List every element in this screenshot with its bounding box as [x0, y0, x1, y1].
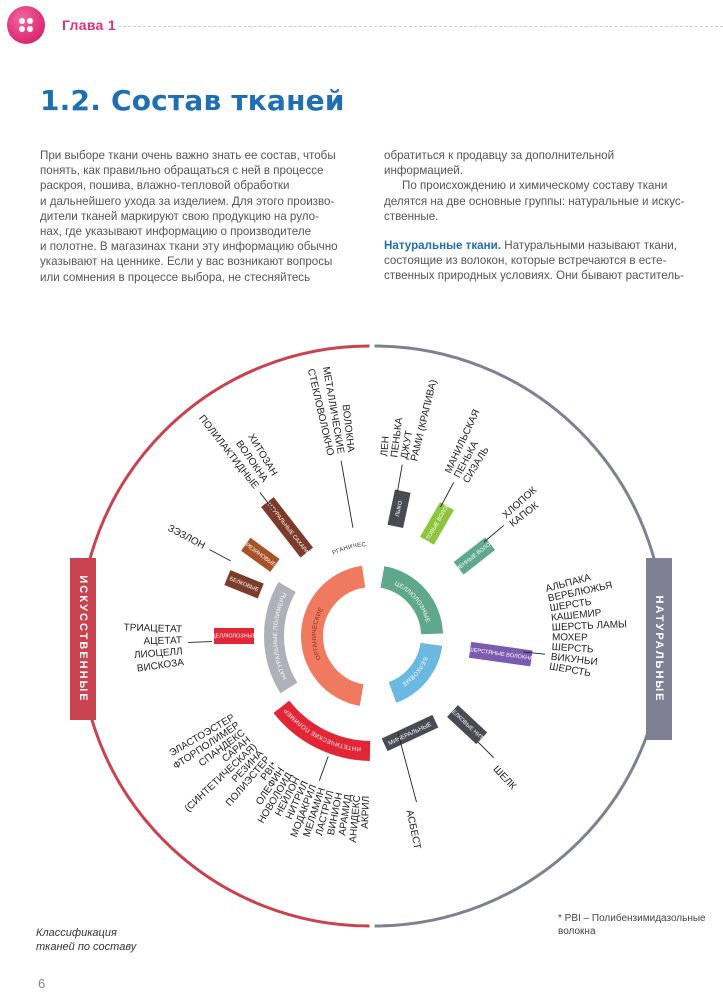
category-box-right [468, 641, 533, 667]
leaf-cellulose-left: ТРИАЦЕТАТ [123, 622, 182, 635]
leaf-bast: ЛЕН [379, 436, 391, 457]
category-box-right [453, 537, 496, 575]
footnote-line: * PBI – Полибензимидазольные [558, 913, 706, 924]
text-line: раскроя, пошива, влажно-тепловой обработ… [40, 179, 290, 193]
side-label-artificial: ИСКУССТВЕННЫЕ [77, 575, 89, 702]
connector-line [396, 464, 403, 493]
footnote: * PBI – Полибензимидазольные волокна [558, 912, 718, 938]
text-line-part: Натуральными называют ткани, [500, 239, 677, 253]
side-label-artificial-box [70, 558, 96, 720]
text-line: состоящие из волокон, которые встречаютс… [384, 254, 667, 268]
cellulose-arc [380, 566, 443, 635]
category-box-right [420, 502, 454, 545]
category-box-right [447, 705, 488, 745]
natural-polymers-arc [264, 582, 298, 694]
text-line: По происхождению и химическому составу т… [402, 179, 668, 193]
leaf-asbestos: АСБЕСТ [403, 809, 422, 850]
text-line: ственные. [384, 209, 439, 223]
category-label-right: ЛИСТОВЫЕ ВОЛОКНА [420, 496, 455, 551]
text-line: ственных природных условиях. Они бывают … [384, 269, 684, 283]
text-line: нах, где указывают информацию о производ… [40, 225, 312, 239]
connector-line [397, 732, 417, 803]
text-line: Натуральные ткани. Натуральными называют… [384, 238, 704, 253]
text-line: дители тканей маркируют свою продукцию н… [40, 209, 319, 223]
text-line: обратиться к продавцу за дополнительной [384, 149, 615, 162]
connector-line [440, 482, 455, 508]
connector-line [477, 741, 494, 758]
text-line: понять, как правильно обращаться с ней в… [40, 164, 324, 178]
text-line: делятся на две основные группы: натураль… [384, 194, 685, 208]
leaf-cellulose-left: АЦЕТАТ [143, 635, 182, 647]
category-label-left: НАТУРАЛЬНЫЕ САХАРА [264, 500, 309, 555]
organic-arc [301, 565, 366, 706]
header-divider [118, 26, 723, 27]
diagram-caption: Классификация тканей по составу [36, 926, 186, 954]
leaf-cellulose-left: ЛИОЦЕЛЛ [134, 646, 183, 661]
leaf-bast: ПЕНЬКА [389, 417, 405, 459]
leaf-wool: ШЕРСТЬ ЛАМЫ [552, 619, 628, 633]
text-line: При выборе ткани очень важно знать ее со… [40, 149, 336, 162]
category-label-right: ЛЫКО [395, 500, 404, 518]
category-label-left: ЦЕЛЛЮЛОЗНЫЕ [212, 633, 257, 639]
caption-line: тканей по составу [36, 941, 137, 953]
category-box-left [224, 570, 264, 599]
subheading: Натуральные ткани. [384, 239, 501, 253]
protein-arc [388, 642, 443, 703]
connector-line [340, 460, 354, 528]
leaf-wool: ШЕРСТЬ [551, 642, 594, 656]
leaf-wool: МОХЕР [552, 632, 588, 643]
leaf-wool: КАШЕМИР [551, 608, 603, 624]
side-label-natural: НАТУРАЛЬНЫЕ [653, 595, 665, 702]
button-icon [7, 6, 45, 44]
inorganic-left-label: НЕОРГАНИЧЕСКИЕ [0, 0, 366, 557]
connector-line [188, 641, 213, 643]
mineral-box [381, 714, 439, 752]
inorganic-left-label: НЕОРГАНИЧЕСКИЕ [0, 0, 367, 557]
text-column-right: обратиться к продавцу за дополнительной … [384, 148, 704, 284]
text-line: и дальнейшего ухода за изделием. Для это… [40, 194, 335, 208]
text-line: и полотне. В магазинах ткани эту информа… [40, 240, 338, 254]
category-label-right: СЕМЕННЫЕ ВОЛОКНА [449, 535, 501, 578]
leaf-bast: ДЖУТ [399, 430, 415, 460]
category-box-right [387, 489, 411, 529]
leaf-protein-left: ЗЭЗЛОН [166, 523, 207, 552]
category-label-right: ШЕЛКОВЫЕ НИТИ [447, 706, 487, 744]
connector-line [318, 756, 329, 781]
caption-line: Классификация [36, 927, 117, 939]
leaf-synthetic: АКРИЛ [360, 796, 372, 829]
text-line: или сомнения в процессе выбора, не стесн… [40, 270, 311, 284]
page-number: 6 [38, 976, 46, 991]
connector-line [259, 492, 274, 511]
synthetic-polymers-arc [273, 700, 371, 761]
leaf-bast: РАМИ (КРАПИВА) [409, 379, 439, 463]
text-line: указывают на ценнике. Если у вас возника… [40, 255, 333, 269]
leaf-synthetic: АНИДЕКС [348, 795, 363, 843]
category-box-left [261, 497, 314, 558]
connector-line [209, 549, 231, 562]
chapter-label: Глава 1 [62, 17, 116, 33]
side-label-natural-box [646, 558, 672, 740]
connector-line [523, 651, 546, 655]
footnote-line: волокна [558, 926, 596, 937]
text-line: информацией. [384, 164, 463, 178]
connector-line [483, 525, 505, 543]
leaf-wool: ВИКУНЬИ [550, 652, 598, 668]
category-box-left [241, 537, 280, 572]
leaf-silk: ШЕЛК [491, 764, 518, 792]
text-column-left: При выборе ткани очень важно знать ее со… [40, 148, 360, 285]
page-title: 1.2. Состав тканей [40, 84, 345, 117]
category-box-left [214, 628, 254, 644]
